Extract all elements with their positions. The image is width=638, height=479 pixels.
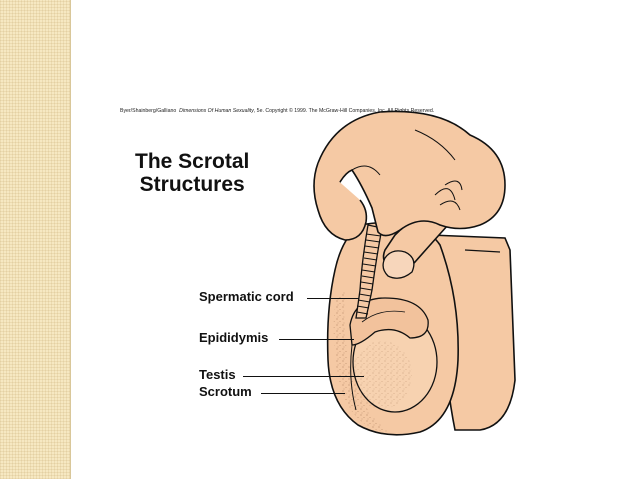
label-epididymis: Epididymis [199,330,269,345]
leader-spermatic-cord [307,298,359,300]
credit-rest: , 5e. Copyright © 1999. The McGraw-Hill … [253,108,435,114]
decorative-sidebar [0,0,71,479]
title-line-2: Structures [139,173,245,196]
label-testis: Testis [199,367,236,382]
copyright-credit: Byer/Shainberg/Galliano Dimensions Of Hu… [120,108,520,114]
epididymis-shape [349,297,429,346]
leader-epididymis [279,339,354,341]
thumbnail-shape [382,250,415,279]
leader-scrotum [261,393,345,395]
credit-book-title: Dimensions Of Human Sexuality [179,108,254,114]
credit-authors: Byer/Shainberg/Galliano [120,108,177,114]
slide-title: The Scrotal Structures [135,150,249,196]
title-line-1: The Scrotal [135,150,250,173]
label-spermatic-cord: Spermatic cord [199,289,294,304]
label-scrotum: Scrotum [199,384,252,399]
leader-testis [243,376,364,378]
